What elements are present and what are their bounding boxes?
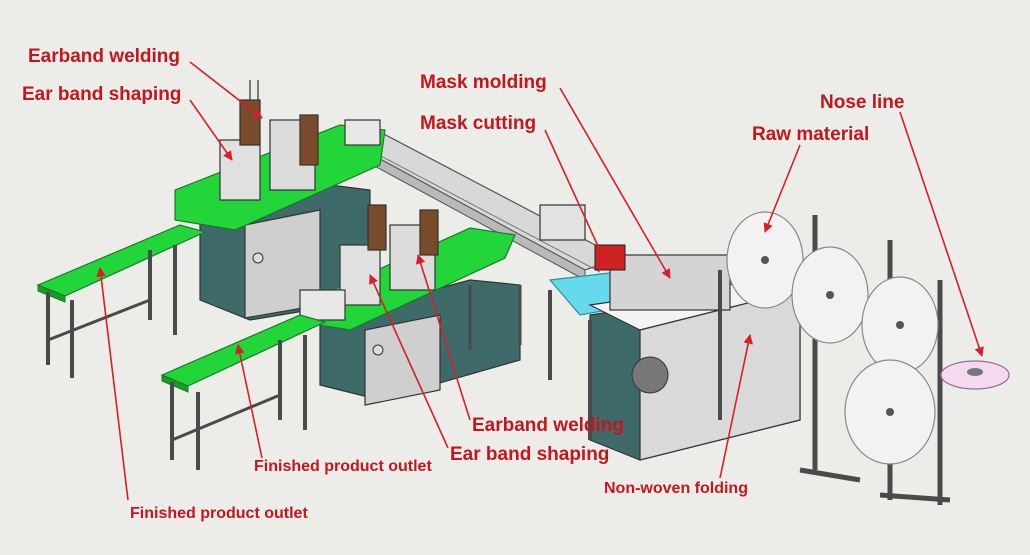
- leader-nose-line: [899, 111, 984, 357]
- label-raw-material: Raw material: [752, 124, 870, 145]
- label-ear-band-shaping-top: Ear band shaping: [22, 84, 182, 105]
- leader-mask-cutting: [544, 129, 609, 269]
- leader-finished-outlet-bottom: [96, 267, 129, 501]
- leader-earband-welding-top: [189, 61, 263, 119]
- rear-outlet-conveyor: [36, 224, 207, 378]
- front-outlet-conveyor: [160, 314, 327, 470]
- nose-line-reel: [940, 360, 1010, 390]
- label-ear-band-shaping-bottom: Ear band shaping: [450, 444, 610, 465]
- leader-ear-band-shaping-top: [189, 99, 233, 161]
- label-earband-welding-top: Earband welding: [28, 46, 181, 67]
- label-finished-product-outlet-bottom: Finished product outlet: [130, 505, 308, 522]
- label-nose-line: Nose line: [820, 92, 905, 113]
- label-non-woven-folding: Non-woven folding: [604, 480, 748, 497]
- leader-non-woven-folding: [719, 334, 753, 479]
- leader-raw-material: [763, 144, 801, 233]
- label-earband-welding-bottom: Earband welding: [472, 415, 625, 436]
- callout-leaders: [96, 61, 984, 501]
- label-finished-product-outlet-mid: Finished product outlet: [254, 458, 432, 475]
- leader-earband-welding-bottom: [416, 254, 471, 421]
- label-mask-molding: Mask molding: [420, 72, 547, 93]
- leader-mask-molding: [559, 87, 671, 279]
- leader-finished-outlet-mid: [235, 344, 263, 459]
- leader-ear-band-shaping-bottom: [369, 274, 449, 449]
- label-mask-cutting: Mask cutting: [420, 113, 537, 134]
- rear-line-machinery: [219, 80, 381, 201]
